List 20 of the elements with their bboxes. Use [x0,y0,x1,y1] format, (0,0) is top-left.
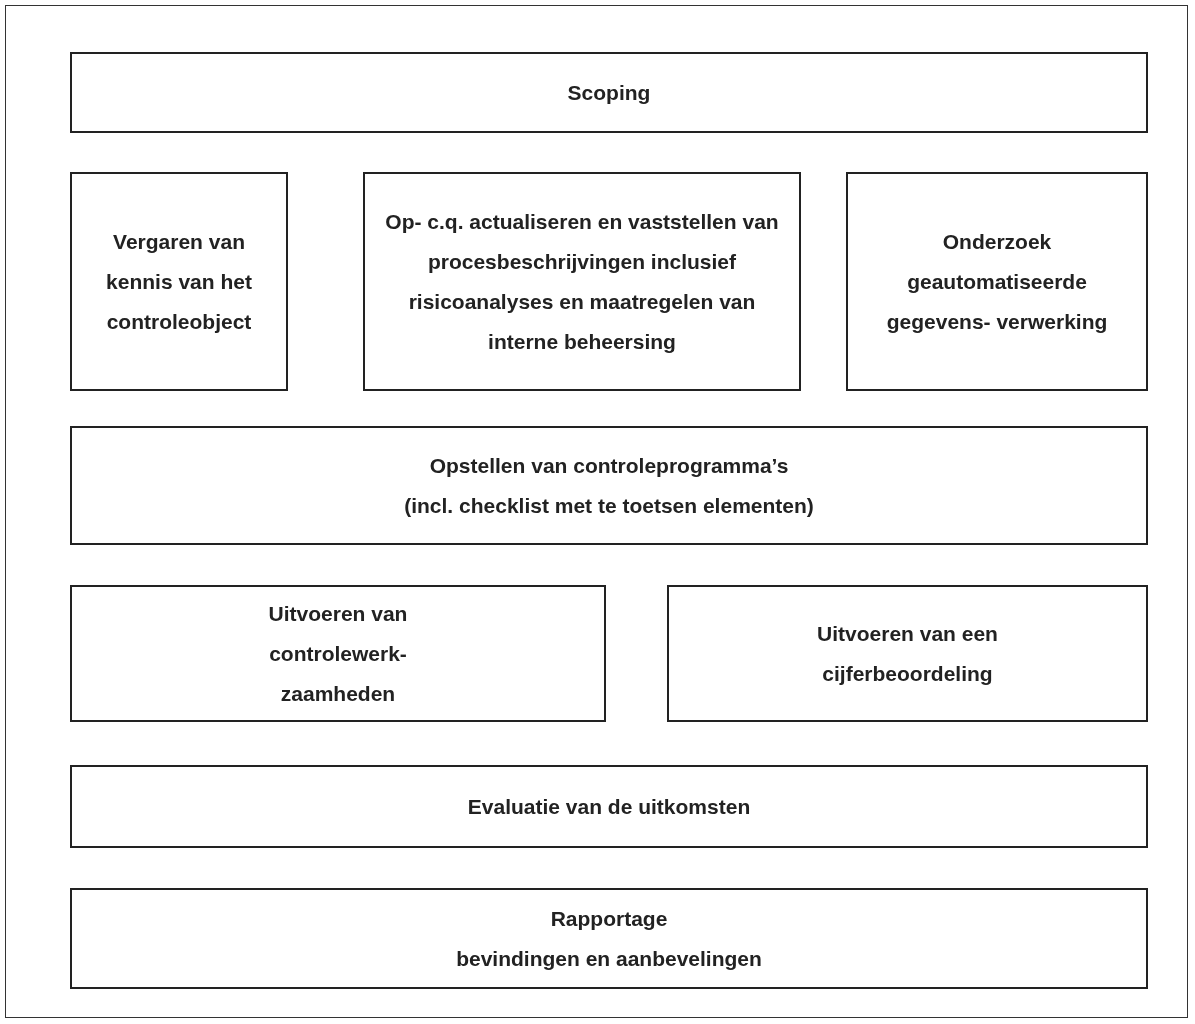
step-label: Evaluatie van de uitkomsten [467,793,751,820]
process-box [70,585,606,722]
step-description: bevindingen en aanbevelingen [456,945,762,972]
process-box [667,585,1148,722]
process-box [70,888,1148,989]
process-box [846,172,1148,391]
step-label: Rapportage [550,905,668,932]
process-box [70,172,288,391]
step-label: Op- c.q. actualiseren en vaststellen van procesbeschrijvingen inclusief risicoanalyses en maatregelen van interne beheersing [384,208,780,355]
step-description: (incl. checklist met te toetsen elementen) [404,492,814,519]
step-label: Uitvoeren van controlewerk- zaamheden [267,600,409,707]
process-box [363,172,801,391]
step-label: Uitvoeren van een cijferbeoordeling [816,620,999,687]
step-label: Onderzoek geautomatiseerde gegevens- verwerking [885,228,1109,335]
step-label: Scoping [567,79,651,106]
process-box [70,765,1148,848]
process-box [70,426,1148,545]
step-label: Opstellen van controleprogramma’s [429,452,789,479]
step-label: Vergaren van kennis van het controleobject [105,228,253,335]
process-box [70,52,1148,133]
